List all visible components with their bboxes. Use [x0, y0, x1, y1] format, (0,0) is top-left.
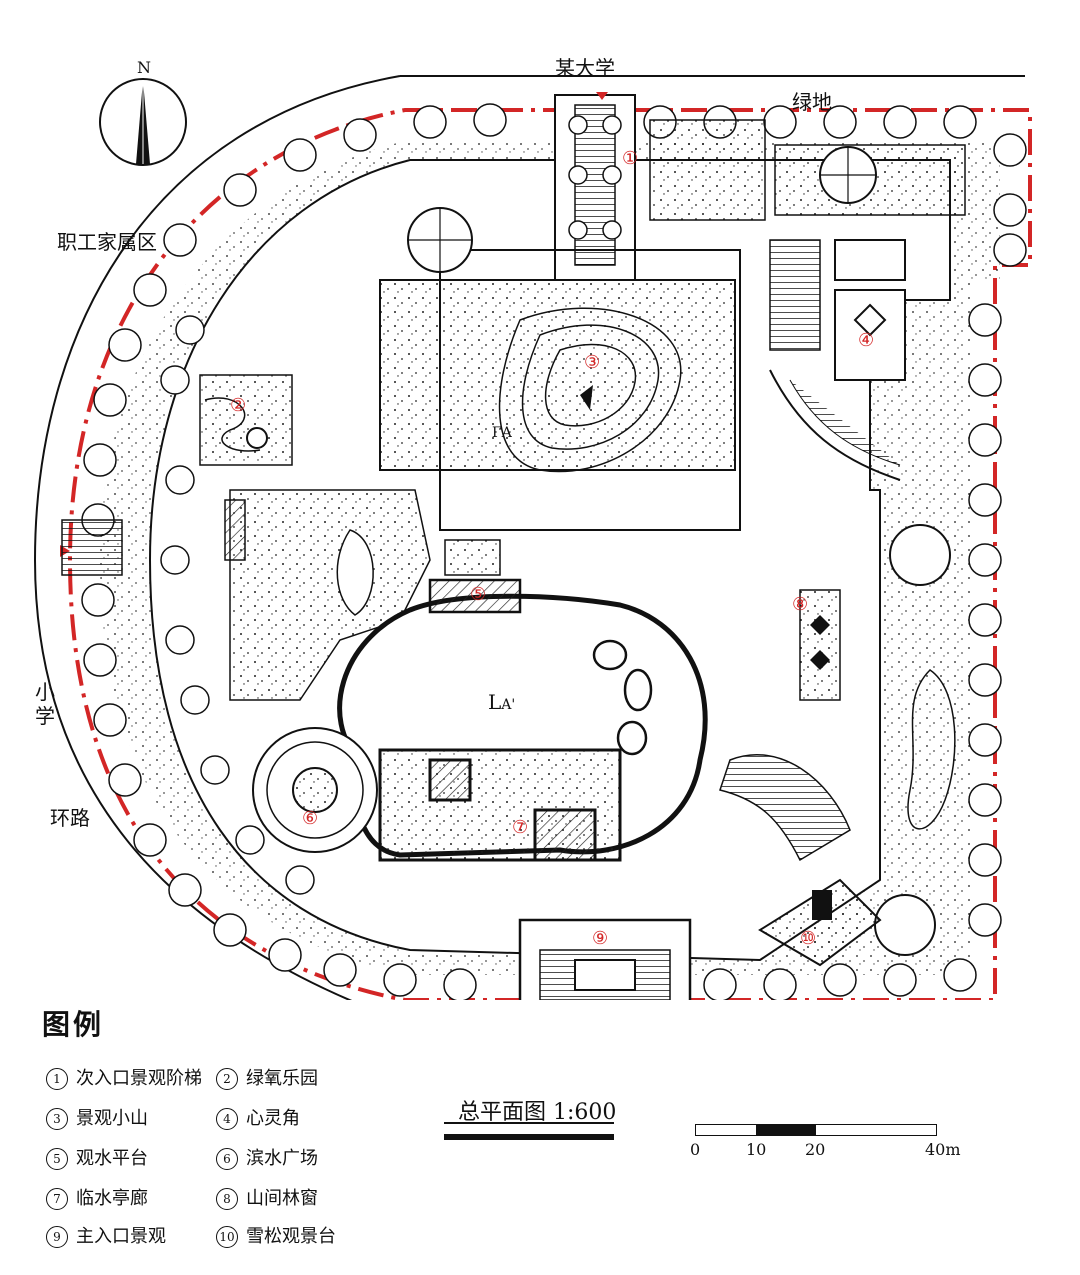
- scale-tick-0: 0: [690, 1140, 701, 1159]
- surrounding-left-upper-label: 职工家属区: [57, 230, 157, 254]
- map-number-10: ⑩: [800, 928, 817, 949]
- section-mark-a-prime: LA': [488, 690, 516, 714]
- map-number-8: ⑧: [792, 594, 809, 615]
- map-number-7: ⑦: [512, 817, 529, 838]
- scale-bar-segment-1: [696, 1125, 756, 1135]
- north-arrow-icon: [99, 78, 187, 166]
- plan-title-underline: [444, 1122, 614, 1140]
- map-number-3: ③: [584, 352, 601, 373]
- map-number-2: ②: [230, 395, 247, 416]
- north-label: N: [137, 58, 151, 77]
- scale-bar: [695, 1124, 937, 1136]
- site-plan-drawing: [33, 75, 1032, 1000]
- surrounding-left-mid-label: 小学: [35, 680, 55, 728]
- scale-tick-20: 20: [805, 1140, 826, 1159]
- scale-bar-segment-2: [756, 1125, 816, 1135]
- site-boundary: [67, 108, 1032, 1000]
- surrounding-top-label: 某大学: [555, 56, 615, 80]
- legend-title: 图例: [42, 1008, 105, 1041]
- scale-tick-40: 40m: [925, 1140, 961, 1159]
- scale-bar-segment-3: [816, 1125, 936, 1135]
- map-number-5: ⑤: [470, 584, 487, 605]
- map-number-9: ⑨: [592, 928, 609, 949]
- map-number-4: ④: [858, 330, 875, 351]
- plan-title: 总平面图 1:600: [458, 1100, 617, 1125]
- map-number-1: ①: [622, 148, 639, 169]
- scale-tick-10: 10: [746, 1140, 767, 1159]
- map-number-6: ⑥: [302, 808, 319, 829]
- surrounding-left-lower-label: 环路: [50, 806, 90, 830]
- section-mark-a: ΓA: [492, 425, 512, 441]
- surrounding-top-right-label: 绿地: [792, 90, 832, 114]
